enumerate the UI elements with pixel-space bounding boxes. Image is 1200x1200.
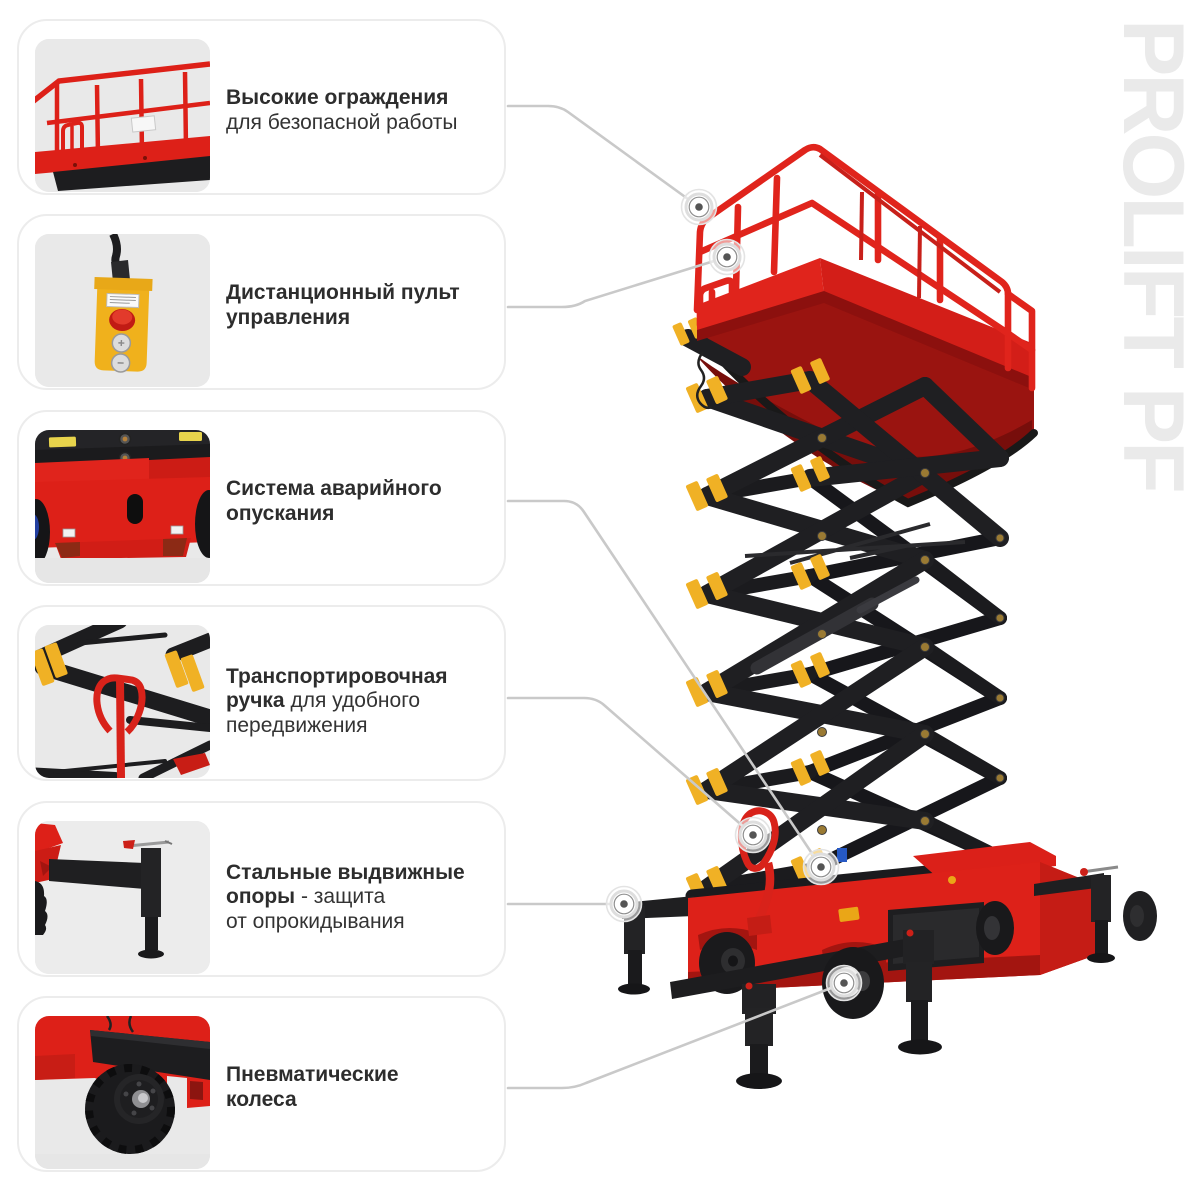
svg-text:PROLIFT PF: PROLIFT PF [1105, 19, 1200, 491]
